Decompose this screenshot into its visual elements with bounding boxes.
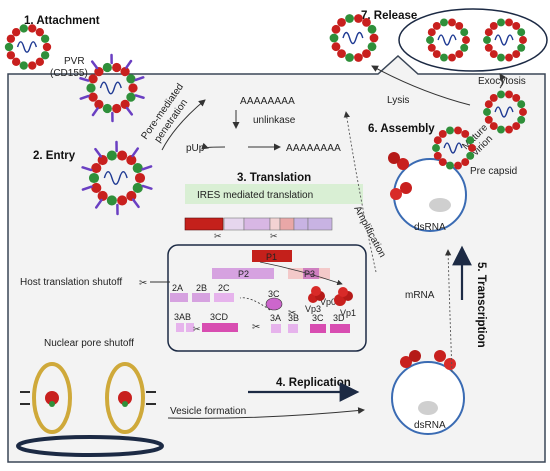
nuclear-shutoff-label: Nuclear pore shutoff [44, 338, 134, 349]
vesicle-arrow [167, 407, 365, 419]
virion-group [4, 14, 527, 206]
dsrna-top-label: dsRNA [414, 222, 446, 233]
translation-box [167, 244, 367, 352]
entry-arrow [161, 99, 206, 151]
pup-label: pUp [186, 143, 205, 154]
pvr-label: PVR [64, 56, 85, 67]
p1-label: P1 [266, 252, 277, 262]
virion-released-3 [483, 18, 527, 62]
3d-label: 3D [333, 313, 345, 323]
mrna-label: mRNA [405, 290, 435, 301]
virion-released-1 [329, 14, 379, 62]
cd155-label: (CD155) [50, 68, 88, 79]
receptor-spikes [79, 53, 153, 216]
3cd-label: 3CD [210, 312, 229, 322]
step-entry: 2. Entry [33, 150, 76, 162]
scissors-icon: ✂ [252, 322, 260, 333]
2a-label: 2A [172, 283, 183, 293]
3b-label: 3B [288, 313, 299, 323]
exocytosis-label: Exocytosis [478, 76, 526, 87]
vp-clusters [308, 286, 353, 306]
poly-a-top: AAAAAAAA [240, 96, 295, 107]
scissors-icon: ✂ [193, 324, 201, 334]
3a-label: 3A [270, 313, 281, 323]
virion-entry [88, 150, 146, 206]
amplification-arrow [343, 111, 377, 273]
assembly-vesicle [388, 152, 467, 232]
p2-label: P2 [238, 269, 249, 279]
scissors-icon: ✂ [288, 308, 296, 319]
polyprotein-bar: ✂ ✂ [184, 217, 333, 241]
ires-box [185, 184, 363, 204]
2b-label: 2B [196, 283, 207, 293]
vp1-label: Vp1 [340, 308, 356, 318]
exocytosis-arrow [499, 73, 507, 89]
3c-label: 3C [268, 289, 280, 299]
step-transcription: 5. Transcription [475, 262, 487, 348]
scissors-icon: ✂ [270, 231, 278, 241]
poly-a-bottom: AAAAAAAA [286, 143, 341, 154]
step-assembly: 6. Assembly [368, 123, 435, 135]
replication-vesicle [391, 350, 465, 435]
scissors-icon: ✂ [139, 278, 147, 289]
vesicle-formation-label: Vesicle formation [170, 406, 246, 417]
host-shutoff-label: Host translation shutoff [20, 277, 122, 288]
virion-attachment [4, 24, 52, 70]
nuclear-pore-complex [16, 362, 164, 457]
pup-left-arrow [201, 142, 226, 150]
p1-block [252, 250, 292, 262]
step-release: 7. Release [361, 10, 417, 22]
step-translation: 3. Translation [237, 172, 311, 184]
step-replication: 4. Replication [276, 377, 351, 389]
3c-b-label: 3C [312, 313, 324, 323]
vp0-label: Vp0 [320, 297, 336, 307]
dsrna-bottom-label: dsRNA [414, 420, 446, 431]
unlinkase-label: unlinkase [253, 115, 296, 126]
step-attachment: 1. Attachment [24, 15, 100, 27]
virion-released-2 [426, 18, 470, 62]
ires-label: IRES mediated translation [197, 190, 313, 201]
vp3-label: Vp3 [305, 304, 321, 314]
2c-label: 2C [218, 283, 230, 293]
p2-block [212, 268, 274, 279]
virion-receptor-bound [86, 62, 138, 114]
scissors-icon: ✂ [214, 231, 222, 241]
lysis-arrow [371, 65, 471, 106]
mrna-arrow [445, 249, 453, 373]
pre-capsid-label: Pre capsid [470, 166, 517, 177]
virion-mature [483, 90, 527, 134]
3c-protease [265, 297, 283, 311]
virion-precapsid [432, 126, 476, 170]
3ab-label: 3AB [174, 312, 191, 322]
lysis-label: Lysis [387, 95, 409, 106]
